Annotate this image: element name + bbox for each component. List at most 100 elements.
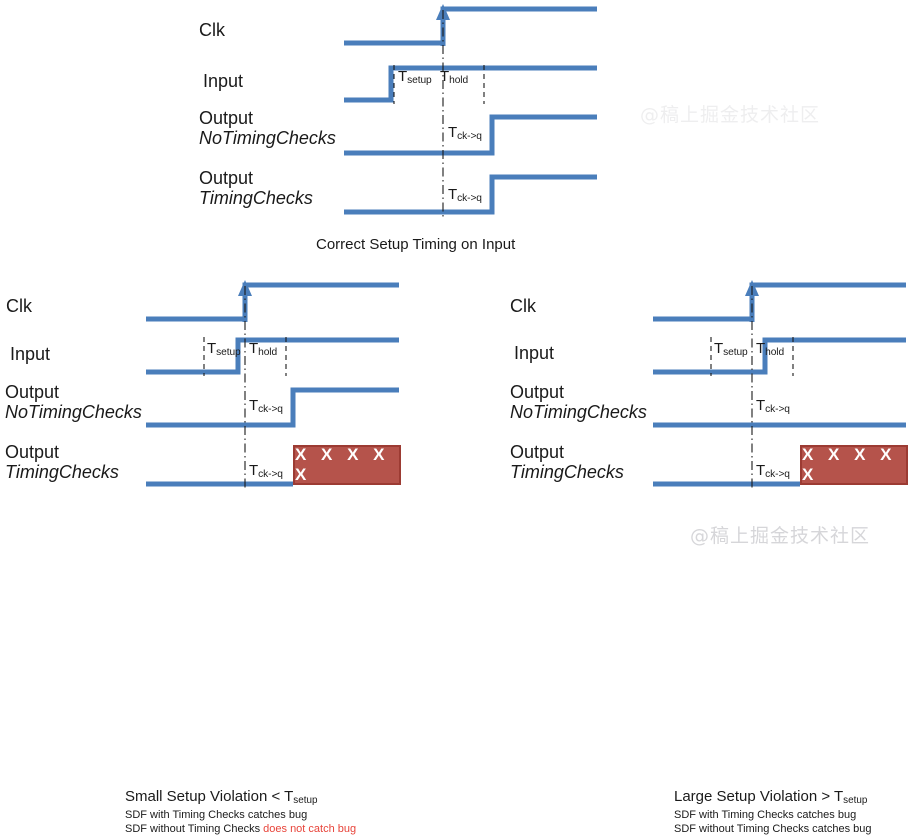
caption-correct-setup-timing-text: Correct Setup Timing on Input — [316, 236, 516, 253]
signal-label-output-notimingchecks: Output NoTimingChecks — [510, 382, 647, 422]
signal-label-clk: Clk — [510, 296, 536, 316]
waveform-input — [653, 337, 906, 375]
thold-label: Thold — [756, 340, 785, 359]
tsetup-label: Tsetup — [207, 340, 241, 359]
tckq-prefix-1: T — [448, 124, 458, 141]
caption-sub-line-2-warn: does not catch bug — [263, 823, 357, 835]
tckq-label-notimingchecks: Tck->q — [448, 124, 482, 143]
tckq-prefix-2: T — [756, 462, 766, 479]
thold-subscript: hold — [765, 347, 785, 359]
tckq-label-notimingchecks: Tck->q — [249, 397, 283, 416]
signal-label-output-text: Output — [5, 382, 60, 402]
caption-large-setup-violation: Large Setup Violation > Tsetup — [674, 788, 868, 807]
signal-label-notimingchecks-text: NoTimingChecks — [5, 402, 142, 423]
tckq-label-timingchecks: Tck->q — [448, 186, 482, 205]
signal-label-timingchecks-text: TimingChecks — [199, 188, 313, 209]
waveform-clk — [344, 6, 597, 46]
thold-prefix: T — [756, 340, 766, 357]
tckq-label-timingchecks: Tck->q — [756, 462, 790, 481]
signal-label-input-text: Input — [10, 344, 51, 364]
tsetup-prefix: T — [207, 340, 217, 357]
tckq-prefix-2: T — [249, 462, 259, 479]
signal-label-output-timingchecks: Output TimingChecks — [5, 442, 119, 482]
signal-label-clk-text: Clk — [510, 296, 536, 316]
tckq-subscript-1: ck->q — [765, 404, 790, 416]
signal-label-clk: Clk — [199, 20, 225, 40]
thold-subscript: hold — [449, 75, 469, 87]
unknown-x-state-box: X X X X X — [800, 445, 908, 485]
tsetup-prefix: T — [398, 68, 408, 85]
panel-correct-setup-timing: Clk Input Output NoTimingChecks Output T… — [0, 0, 911, 262]
signal-label-output-notimingchecks: Output NoTimingChecks — [5, 382, 142, 422]
tsetup-label: Tsetup — [714, 340, 748, 359]
signal-label-input: Input — [10, 344, 50, 364]
caption-sub-line-2-plain: SDF without Timing Checks — [125, 823, 264, 835]
signal-label-output-notimingchecks: Output NoTimingChecks — [199, 108, 336, 148]
panel-large-setup-violation: Clk Input Output NoTimingChecks Output T… — [480, 280, 911, 835]
thold-prefix: T — [249, 340, 259, 357]
thold-prefix: T — [440, 68, 450, 85]
waveform-bottom-right — [653, 280, 906, 490]
caption-sub-line-1-plain: SDF with Timing Checks catches bug — [674, 809, 857, 821]
tckq-prefix-2: T — [448, 186, 458, 203]
caption-correct-setup-timing: Correct Setup Timing on Input — [316, 236, 515, 253]
unknown-x-state-box: X X X X X — [293, 445, 401, 485]
signal-label-input: Input — [203, 71, 243, 91]
tsetup-subscript: setup — [723, 347, 748, 359]
unknown-x-state-text: X X X X X — [295, 445, 390, 484]
tckq-subscript-1: ck->q — [258, 404, 283, 416]
signal-label-clk-text: Clk — [6, 296, 32, 316]
waveform-clk — [146, 282, 399, 322]
signal-label-clk-text: Clk — [199, 20, 225, 40]
caption-sub-line-1-plain: SDF with Timing Checks catches bug — [125, 809, 308, 821]
signal-label-output-text-2: Output — [5, 442, 60, 462]
signal-label-notimingchecks-text: NoTimingChecks — [199, 128, 336, 149]
signal-label-output-text-2: Output — [510, 442, 565, 462]
signal-label-output-text: Output — [510, 382, 565, 402]
waveform-bottom-left — [146, 280, 399, 490]
waveform-top — [344, 4, 597, 218]
waveform-clk — [653, 282, 906, 322]
signal-label-notimingchecks-text: NoTimingChecks — [510, 402, 647, 423]
tsetup-subscript: setup — [407, 75, 432, 87]
signal-label-timingchecks-text: TimingChecks — [5, 462, 119, 483]
caption-sub-line-2-plain: SDF without Timing Checks catches bug — [674, 823, 872, 835]
waveform-output-notimingchecks — [344, 114, 597, 156]
signal-label-output-timingchecks: Output TimingChecks — [510, 442, 624, 482]
signal-label-clk: Clk — [6, 296, 32, 316]
thold-subscript: hold — [258, 347, 278, 359]
caption-sub-line-2: SDF without Timing Checks catches bug — [674, 823, 871, 835]
signal-label-timingchecks-text: TimingChecks — [510, 462, 624, 483]
thold-label: Thold — [249, 340, 278, 359]
waveform-input — [146, 337, 399, 375]
caption-small-setup-violation-sub: setup — [293, 795, 318, 807]
tckq-label-notimingchecks: Tck->q — [756, 397, 790, 416]
tsetup-label: Tsetup — [398, 68, 432, 87]
caption-sub-line-1: SDF with Timing Checks catches bug — [125, 809, 307, 821]
tckq-prefix-1: T — [756, 397, 766, 414]
tsetup-subscript: setup — [216, 347, 241, 359]
tckq-subscript-2: ck->q — [258, 469, 283, 481]
panel-small-setup-violation: Clk Input Output NoTimingChecks Output T… — [0, 280, 440, 835]
tsetup-prefix: T — [714, 340, 724, 357]
signal-label-input-text: Input — [203, 71, 244, 91]
signal-label-input: Input — [514, 343, 554, 363]
signal-label-input-text: Input — [514, 343, 555, 363]
tckq-subscript-2: ck->q — [765, 469, 790, 481]
tckq-subscript-2: ck->q — [457, 193, 482, 205]
unknown-x-state-text: X X X X X — [802, 445, 897, 484]
tckq-label-timingchecks: Tck->q — [249, 462, 283, 481]
tckq-subscript-1: ck->q — [457, 131, 482, 143]
caption-sub-line-1: SDF with Timing Checks catches bug — [674, 809, 856, 821]
signal-label-output-timingchecks: Output TimingChecks — [199, 168, 313, 208]
waveform-input — [344, 65, 597, 103]
caption-small-setup-violation-text: Small Setup Violation < T — [125, 788, 294, 805]
caption-large-setup-violation-sub: setup — [843, 795, 868, 807]
waveform-output-notimingchecks — [146, 387, 399, 428]
signal-label-output-text: Output — [199, 108, 254, 128]
waveform-output-timingchecks — [344, 174, 597, 215]
caption-small-setup-violation: Small Setup Violation < Tsetup — [125, 788, 318, 807]
caption-large-setup-violation-text: Large Setup Violation > T — [674, 788, 844, 805]
caption-sub-line-2: SDF without Timing Checks does not catch… — [125, 823, 356, 835]
thold-label: Thold — [440, 68, 469, 87]
